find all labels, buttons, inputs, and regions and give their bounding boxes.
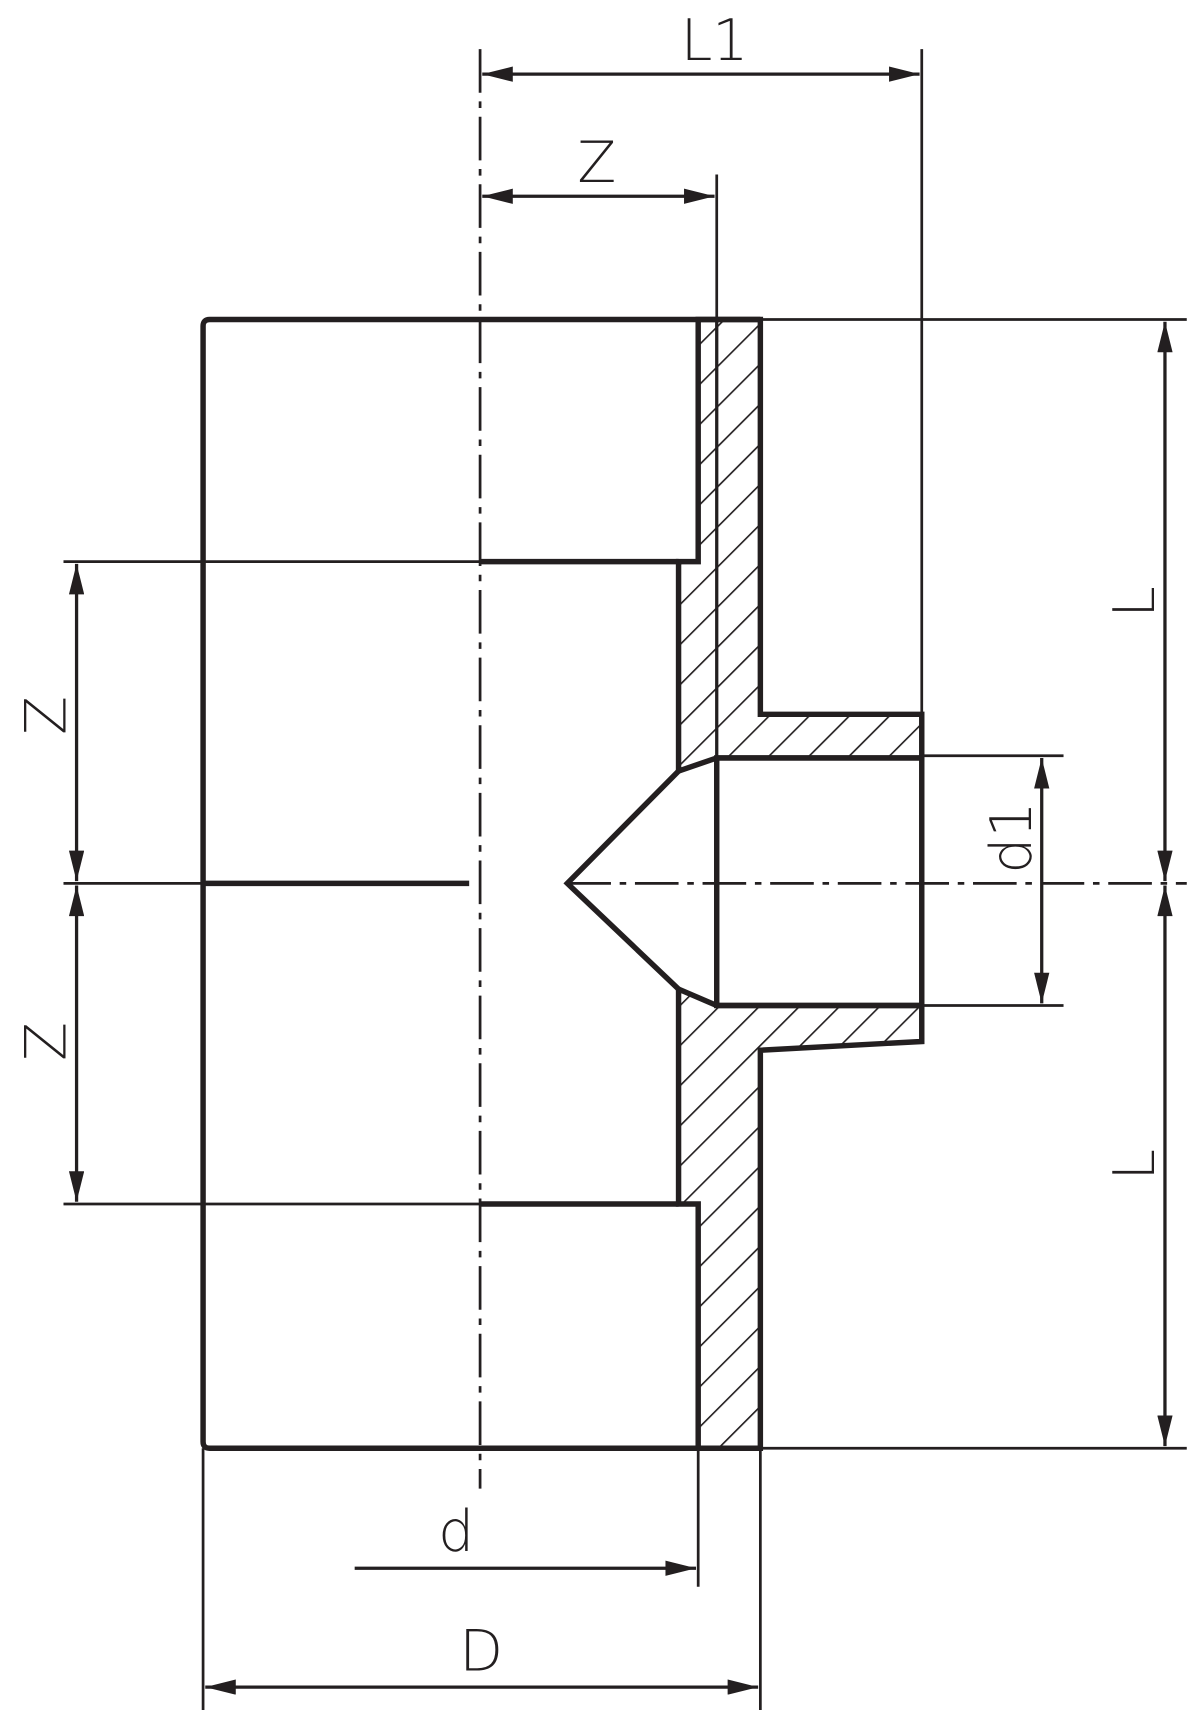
- label-d1: d1: [979, 802, 1045, 874]
- label-Z-left-upper: Z: [14, 696, 80, 735]
- branch-bore: [714, 755, 925, 1009]
- wall-section-lower: [675, 985, 925, 1451]
- wall-section-upper: [675, 316, 925, 775]
- label-L-lower: L: [1102, 1149, 1168, 1181]
- cone: [563, 769, 681, 992]
- label-Z-top: Z: [577, 130, 616, 196]
- label-Z-left-lower: Z: [14, 1022, 80, 1061]
- label-D: D: [459, 1619, 503, 1685]
- label-d: d: [438, 1499, 474, 1565]
- label-L1: L1: [681, 8, 749, 74]
- label-L-upper: L: [1102, 586, 1168, 618]
